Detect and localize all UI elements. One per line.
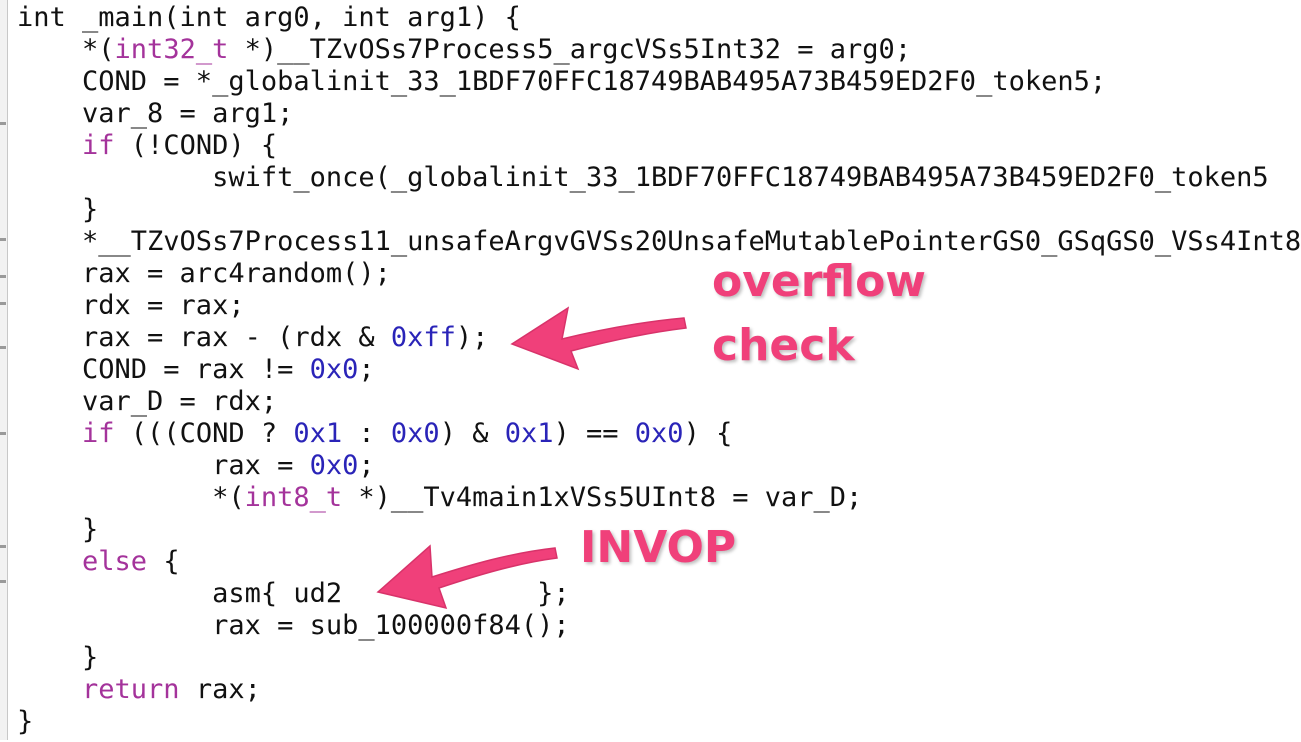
code-text: ) { <box>683 418 733 449</box>
code-text: rax; <box>179 674 261 705</box>
edge-mark <box>0 432 6 435</box>
code-line: int _main(int arg0, int arg1) { <box>17 2 970 34</box>
code-text: { <box>147 546 180 577</box>
code-number: 0x0 <box>309 354 359 385</box>
check-annotation: check <box>712 320 855 371</box>
code-line: rdx = rax; <box>17 290 970 322</box>
code-text <box>17 418 82 449</box>
code-text: ) == <box>553 418 635 449</box>
code-text: } <box>17 194 99 225</box>
edge-mark <box>0 580 6 583</box>
code-number: 0x0 <box>634 418 684 449</box>
code-line: return rax; <box>17 674 970 706</box>
code-text: *( <box>17 482 245 513</box>
edge-mark <box>0 346 6 349</box>
code-text <box>17 130 82 161</box>
edge-mark <box>0 545 6 548</box>
code-keyword: if <box>82 130 115 161</box>
edge-mark <box>0 302 6 305</box>
code-text: asm{ ud2 }; <box>17 578 570 609</box>
code-text: ); <box>455 322 489 353</box>
code-text <box>17 674 82 705</box>
code-text: rdx = rax; <box>17 290 245 321</box>
code-line: *__TZvOSs7Process11_unsafeArgvGVSs20Unsa… <box>17 226 1301 258</box>
code-line: swift_once(_globalinit_33_1BDF70FFC18749… <box>17 162 1269 194</box>
overflow-annotation: overflow <box>712 256 926 307</box>
code-text: var_D = rdx; <box>17 386 278 417</box>
code-line: var_8 = arg1; <box>17 98 970 130</box>
code-text: (((COND ? <box>114 418 294 449</box>
code-line: rax = rax - (rdx & 0xff); <box>17 322 970 354</box>
code-line: } <box>17 514 970 546</box>
code-text: swift_once(_globalinit_33_1BDF70FFC18749… <box>17 162 1269 193</box>
code-text: : <box>342 418 391 449</box>
code-line: else { <box>17 546 970 578</box>
code-text: *)__Tv4main1xVSs5UInt8 = var_D; <box>342 482 863 513</box>
code-text: } <box>17 514 99 545</box>
edge-mark <box>0 238 6 241</box>
code-line: COND = *_globalinit_33_1BDF70FFC18749BAB… <box>17 66 1106 98</box>
code-text: int _main(int arg0, int arg1) { <box>17 2 521 33</box>
code-line: var_D = rdx; <box>17 386 970 418</box>
invop-annotation: INVOP <box>580 522 737 573</box>
code-text: rax = arc4random(); <box>17 258 391 289</box>
code-line: if (((COND ? 0x1 : 0x0) & 0x1) == 0x0) { <box>17 418 970 450</box>
code-number: 0x1 <box>504 418 554 449</box>
code-line: } <box>17 642 970 674</box>
code-line: *(int32_t *)__TZvOSs7Process5_argcVSs5In… <box>17 34 970 66</box>
code-keyword: else <box>82 546 148 577</box>
code-number: 0x0 <box>390 418 440 449</box>
code-text: COND = rax != <box>17 354 310 385</box>
code-number: 0x1 <box>293 418 343 449</box>
edge-mark <box>0 122 6 125</box>
code-text: ) & <box>439 418 505 449</box>
code-text: (!COND) { <box>114 130 278 161</box>
code-number: 0xff <box>390 322 456 353</box>
decompiled-code-view[interactable]: int _main(int arg0, int arg1) { *(int32_… <box>17 2 1301 742</box>
code-text: COND = *_globalinit_33_1BDF70FFC18749BAB… <box>17 66 1107 97</box>
code-keyword: int8_t <box>244 482 343 513</box>
code-line: } <box>17 706 970 738</box>
code-text: rax = rax - (rdx & <box>17 322 391 353</box>
code-line: rax = arc4random(); <box>17 258 970 290</box>
code-text: ; <box>358 354 375 385</box>
code-text <box>17 546 82 577</box>
code-text: *( <box>17 34 115 65</box>
code-line: rax = sub_100000f84(); <box>17 610 970 642</box>
code-text: ; <box>358 450 375 481</box>
code-line: COND = rax != 0x0; <box>17 354 970 386</box>
code-number: 0x0 <box>309 450 359 481</box>
code-line: asm{ ud2 }; <box>17 578 970 610</box>
code-keyword: return <box>82 674 180 705</box>
edge-mark <box>0 275 6 278</box>
code-text: *__TZvOSs7Process11_unsafeArgvGVSs20Unsa… <box>17 226 1301 257</box>
code-text: } <box>17 706 34 737</box>
code-keyword: if <box>82 418 115 449</box>
window-left-edge <box>0 0 8 740</box>
code-text: *)__TZvOSs7Process5_argcVSs5Int32 = arg0… <box>228 34 912 65</box>
code-line: } <box>17 194 970 226</box>
code-line: rax = 0x0; <box>17 450 970 482</box>
code-text: rax = sub_100000f84(); <box>17 610 570 641</box>
code-text: rax = <box>17 450 310 481</box>
code-text: var_8 = arg1; <box>17 98 294 129</box>
code-keyword: int32_t <box>114 34 229 65</box>
code-text: } <box>17 642 99 673</box>
code-line: if (!COND) { <box>17 130 970 162</box>
code-line: *(int8_t *)__Tv4main1xVSs5UInt8 = var_D; <box>17 482 970 514</box>
